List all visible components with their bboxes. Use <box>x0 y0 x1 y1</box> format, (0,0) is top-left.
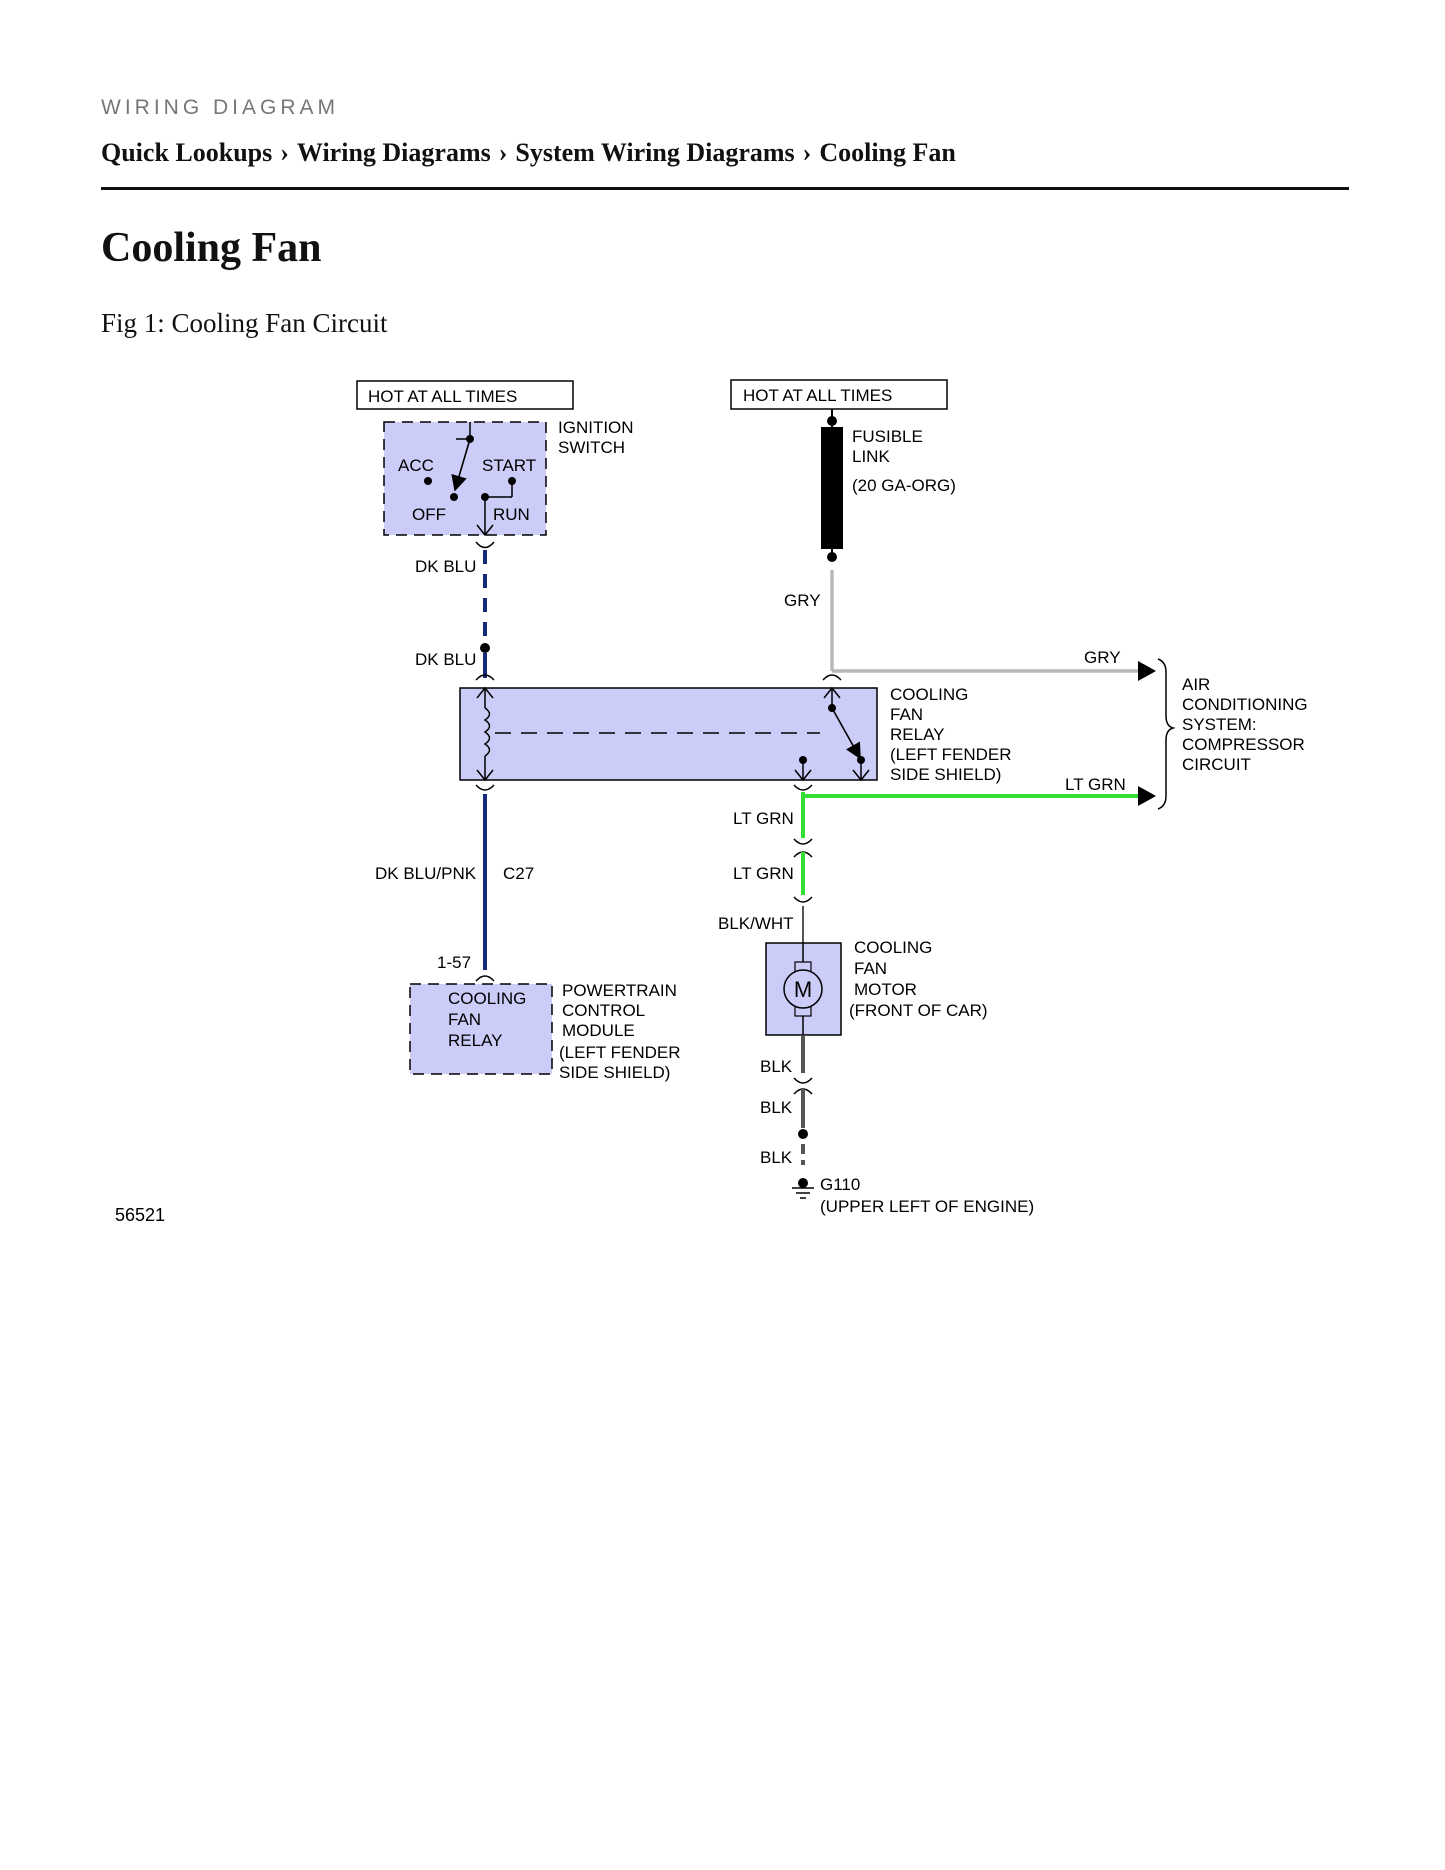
wire-label-blk-1: BLK <box>760 1057 793 1076</box>
page-title: Cooling Fan <box>101 225 322 271</box>
ignition-off-label: OFF <box>412 505 446 524</box>
ignition-start-label: START <box>482 456 536 475</box>
power-source-label-right: HOT AT ALL TIMES <box>743 386 892 405</box>
wire-label-blk-2: BLK <box>760 1098 793 1117</box>
cooling-fan-motor: M <box>765 942 842 1036</box>
fusible-link-spec: (20 GA-ORG) <box>852 476 956 495</box>
section-kicker: WIRING DIAGRAM <box>101 96 339 119</box>
arrow-lt-grn-to-ac <box>1138 786 1156 806</box>
motor-icon <box>783 969 823 1009</box>
breadcrumb-item-quick-lookups[interactable]: Quick Lookups <box>101 138 273 167</box>
cooling-fan-relay <box>459 686 878 782</box>
ignition-acc-label: ACC <box>398 456 434 475</box>
wire-label-gry-horizontal: GRY <box>1084 648 1121 667</box>
connector-label-c27: C27 <box>503 864 534 883</box>
motor-symbol: M <box>794 977 812 1002</box>
ground-id: G110 <box>820 1175 860 1194</box>
ac-system-bracket <box>1157 658 1176 810</box>
figure-id: 56521 <box>115 1205 166 1225</box>
breadcrumb-separator: › <box>280 138 289 167</box>
connector-dk-blu-top <box>475 541 495 549</box>
wire-label-blk-3: BLK <box>760 1148 793 1167</box>
ground-icon <box>792 1178 814 1199</box>
header-divider <box>101 187 1349 190</box>
connector-relay-out <box>793 784 813 791</box>
connector-pcm <box>475 975 495 982</box>
pin-label: 1-57 <box>437 953 471 972</box>
wire-label-blk-wht: BLK/WHT <box>718 914 794 933</box>
arrow-gry-to-ac <box>1138 661 1156 681</box>
breadcrumb-item-cooling-fan[interactable]: Cooling Fan <box>819 138 956 167</box>
powertrain-control-module <box>409 983 553 1075</box>
fusible-link <box>821 409 843 562</box>
wire-label-lt-grn-horizontal: LT GRN <box>1065 775 1126 794</box>
wire-label-gry-vertical: GRY <box>784 591 821 610</box>
ignition-switch-label: IGNITION SWITCH <box>558 418 638 457</box>
connector-relay-coil-out <box>475 784 495 791</box>
power-source-label-left: HOT AT ALL TIMES <box>368 387 517 406</box>
wire-label-lt-grn-1: LT GRN <box>733 809 794 828</box>
breadcrumb-item-wiring-diagrams[interactable]: Wiring Diagrams <box>296 138 491 167</box>
ac-system-label: AIR CONDITIONING SYSTEM: COMPRESSOR CIRC… <box>1182 675 1312 774</box>
pcm-label: POWERTRAIN CONTROL MODULE (LEFT FENDER S… <box>559 981 685 1082</box>
splice-dot-blk <box>798 1129 808 1139</box>
connector-blk-top <box>793 1077 813 1084</box>
connector-relay-in <box>475 674 495 681</box>
splice-dot <box>480 643 490 653</box>
fusible-link-label: FUSIBLE LINK <box>852 427 928 466</box>
figure-caption: Fig 1: Cooling Fan Circuit <box>101 308 388 338</box>
pcm-inner-label: COOLING FAN RELAY <box>448 989 531 1050</box>
ignition-run-label: RUN <box>493 505 530 524</box>
cooling-fan-motor-location: (FRONT OF CAR) <box>849 1001 988 1020</box>
connector-motor-top <box>793 896 813 903</box>
connector-relay-power <box>822 674 842 681</box>
wire-label-dk-blu-top: DK BLU <box>415 557 476 576</box>
breadcrumb-separator: › <box>802 138 812 167</box>
breadcrumb-separator: › <box>498 138 508 167</box>
breadcrumb-item-system-wiring-diagrams[interactable]: System Wiring Diagrams <box>515 138 795 167</box>
breadcrumb: Quick Lookups›Wiring Diagrams›System Wir… <box>101 138 956 168</box>
power-source-box-right <box>730 379 948 410</box>
power-source-box-left <box>356 380 574 410</box>
wire-label-dk-blu-pnk: DK BLU/PNK <box>375 864 477 883</box>
connector-lt-grn-top <box>793 838 813 845</box>
cooling-fan-relay-label: COOLING FAN RELAY (LEFT FENDER SIDE SHIE… <box>890 685 1016 784</box>
ground-location: (UPPER LEFT OF ENGINE) <box>820 1197 1034 1216</box>
wire-label-lt-grn-2: LT GRN <box>733 864 794 883</box>
ignition-switch: ACC START OFF RUN <box>383 421 547 537</box>
wire-label-dk-blu-bottom: DK BLU <box>415 650 476 669</box>
cooling-fan-motor-label: COOLING FAN MOTOR <box>854 938 937 999</box>
